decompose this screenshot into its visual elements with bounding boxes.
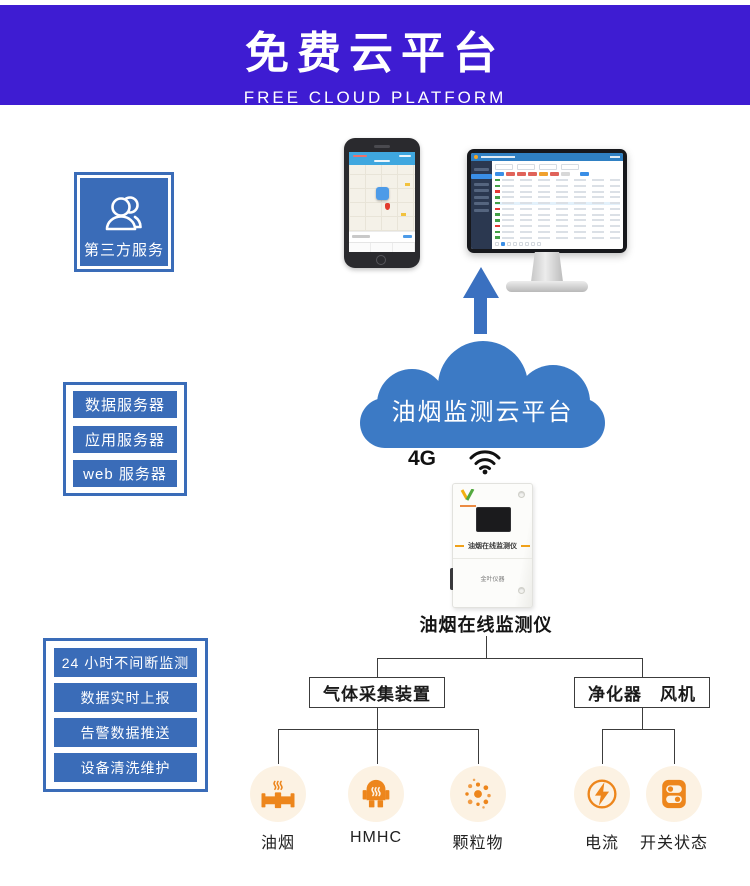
phone-tab-bar bbox=[349, 242, 415, 252]
feature-item: 设备清洗维护 bbox=[54, 753, 197, 782]
gas-collection-box: 气体采集装置 bbox=[309, 677, 445, 708]
device-side-tab bbox=[450, 568, 453, 590]
phone-home-button bbox=[376, 255, 386, 265]
connector-line bbox=[486, 636, 487, 658]
fume-monitor-device: 油烟在线监测仪 金叶仪器 bbox=[450, 483, 533, 608]
dash-decor bbox=[521, 544, 530, 548]
connector-line bbox=[478, 729, 479, 764]
device-brand-label: 金叶仪器 bbox=[480, 577, 505, 583]
sensor-label: 颗粒物 bbox=[452, 835, 504, 852]
monitor-mockup bbox=[467, 149, 627, 253]
users-icon bbox=[105, 196, 142, 231]
connector-line bbox=[377, 658, 378, 677]
phone-list-row bbox=[349, 231, 415, 242]
dashboard-title-bar bbox=[481, 156, 515, 158]
device-title-row: 油烟在线监测仪 bbox=[453, 541, 532, 551]
monitor-dashboard bbox=[471, 153, 623, 249]
device-caption: 油烟在线监测仪 bbox=[419, 615, 553, 635]
server-item: 应用服务器 bbox=[73, 425, 177, 453]
dashboard-button-row bbox=[495, 171, 620, 176]
sensor-item-fume: 油烟 bbox=[238, 766, 318, 853]
map-marker bbox=[376, 187, 389, 200]
connector-line bbox=[642, 708, 643, 729]
sensor-label: HMHC bbox=[350, 829, 402, 846]
device-logo-text-bar bbox=[460, 505, 476, 507]
sensor-item-particles: 颗粒物 bbox=[438, 766, 518, 853]
map-pin-icon bbox=[385, 203, 390, 210]
map-poi bbox=[405, 183, 410, 186]
server-group: 数据服务器 应用服务器 web 服务器 bbox=[63, 382, 187, 496]
phone-mockup bbox=[344, 138, 420, 268]
sensor-label: 油烟 bbox=[260, 835, 295, 852]
sensor-label: 开关状态 bbox=[639, 835, 708, 852]
dashboard-table bbox=[495, 178, 620, 241]
dashboard-body bbox=[471, 161, 623, 249]
third-party-service-label: 第三方服务 bbox=[83, 242, 164, 259]
connector-line bbox=[674, 729, 675, 764]
feature-item: 数据实时上报 bbox=[54, 683, 197, 712]
sensor-item-current: 电流 bbox=[562, 766, 642, 853]
server-item: web 服务器 bbox=[73, 460, 177, 487]
screw-icon bbox=[518, 587, 525, 594]
monitor-stand-neck bbox=[531, 252, 563, 282]
phone-app-header bbox=[349, 152, 415, 165]
stove-icon bbox=[348, 766, 404, 822]
device-panel-title: 油烟在线监测仪 bbox=[468, 543, 517, 550]
page-title: 免费云平台 bbox=[245, 29, 505, 78]
sensor-label: 电流 bbox=[584, 835, 619, 852]
fume-pipe-icon bbox=[250, 766, 306, 822]
screw-icon bbox=[518, 491, 525, 498]
phone-screen-map-app bbox=[349, 152, 415, 252]
monitor-stand-base bbox=[506, 281, 588, 292]
feature-item: 24 小时不间断监测 bbox=[54, 648, 197, 677]
up-arrow-stem bbox=[474, 296, 487, 334]
dash-decor bbox=[455, 544, 464, 548]
dashboard-user-bar bbox=[610, 156, 620, 158]
network-4g-label: 4G bbox=[408, 447, 437, 470]
connector-line bbox=[602, 729, 603, 764]
dashboard-pagination bbox=[495, 240, 620, 247]
dashboard-content bbox=[492, 161, 623, 249]
connector-line bbox=[377, 708, 378, 764]
phone-speaker bbox=[374, 145, 390, 148]
dashboard-filter-row bbox=[495, 164, 620, 170]
device-seam bbox=[453, 558, 532, 559]
dashboard-topbar bbox=[471, 153, 623, 161]
device-logo-icon bbox=[460, 489, 475, 501]
sensor-item-switch: 开关状态 bbox=[634, 766, 714, 853]
switch-status-icon bbox=[646, 766, 702, 822]
connector-line bbox=[642, 658, 643, 677]
wifi-icon bbox=[469, 450, 501, 475]
up-arrow-icon bbox=[463, 267, 499, 298]
server-item: 数据服务器 bbox=[73, 391, 177, 418]
connector-line bbox=[278, 729, 479, 730]
connector-line bbox=[377, 658, 643, 659]
dashboard-logo bbox=[474, 155, 478, 159]
particles-icon bbox=[450, 766, 506, 822]
third-party-service-box: 第三方服务 bbox=[74, 172, 174, 272]
device-display bbox=[476, 507, 511, 532]
cloud-platform-label: 油烟监测云平台 bbox=[391, 399, 574, 426]
current-icon bbox=[574, 766, 630, 822]
banner: 免费云平台 FREE CLOUD PLATFORM bbox=[0, 5, 750, 107]
feature-group: 24 小时不间断监测 数据实时上报 告警数据推送 设备清洗维护 bbox=[43, 638, 208, 792]
connector-line bbox=[602, 729, 675, 730]
third-party-service-inner: 第三方服务 bbox=[80, 178, 168, 266]
sensor-item-hmhc: HMHC bbox=[336, 766, 416, 847]
page-subtitle: FREE CLOUD PLATFORM bbox=[243, 88, 507, 107]
phone-map-area bbox=[349, 165, 415, 231]
feature-item: 告警数据推送 bbox=[54, 718, 197, 747]
map-poi bbox=[401, 213, 406, 216]
connector-line bbox=[278, 729, 279, 764]
dashboard-sidebar bbox=[471, 161, 492, 249]
cloud-icon bbox=[360, 341, 605, 448]
purifier-fan-box: 净化器 风机 bbox=[574, 677, 710, 708]
